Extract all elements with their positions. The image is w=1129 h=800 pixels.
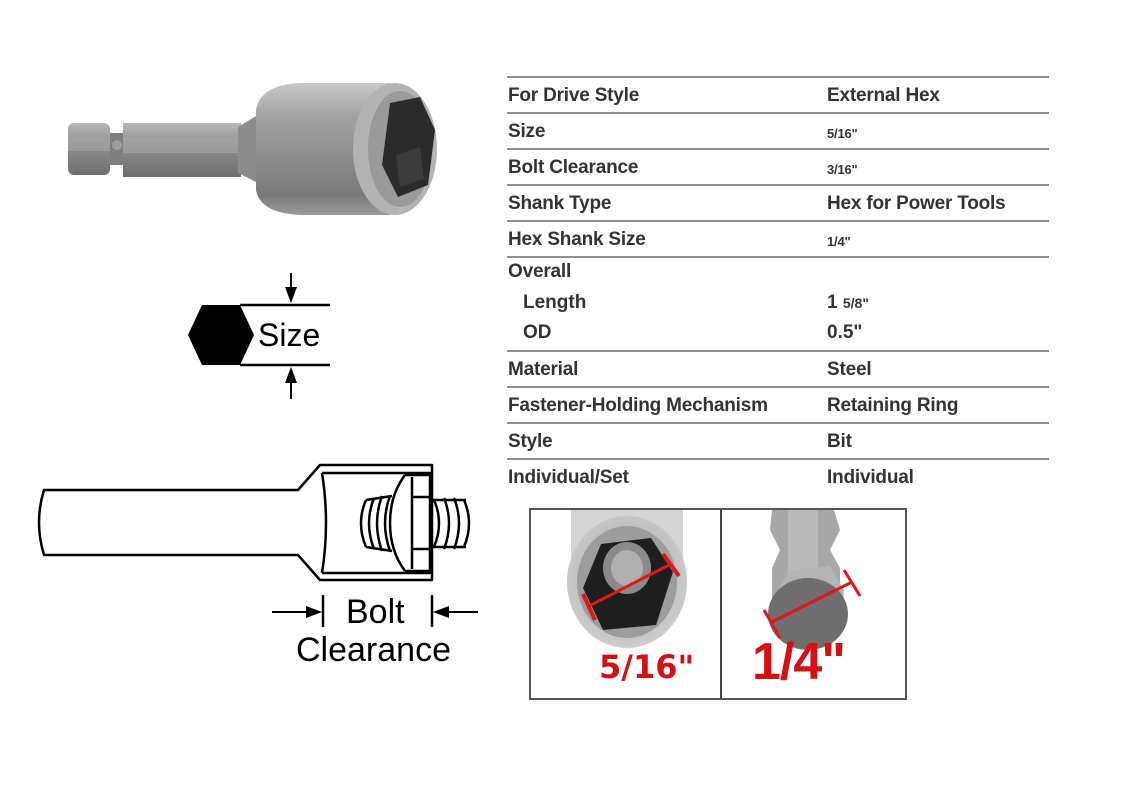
shank-size-caption: 1/4" bbox=[752, 633, 846, 691]
length-whole: 1 bbox=[827, 292, 838, 313]
spec-table: For Drive Style External Hex Size 5/16" … bbox=[507, 76, 1049, 494]
spec-value: 3/16" bbox=[827, 162, 858, 177]
spec-value: 1/4" bbox=[827, 234, 851, 249]
spec-value: 5/16" bbox=[827, 126, 858, 141]
spec-subvalue: 0.5" bbox=[827, 322, 863, 343]
spec-row-size: Size 5/16" bbox=[507, 112, 1049, 148]
spec-label: Shank Type bbox=[508, 193, 612, 214]
spec-value: Steel bbox=[827, 359, 872, 380]
spec-row-material: Material Steel bbox=[507, 350, 1049, 386]
spec-value: Bit bbox=[827, 431, 852, 452]
spec-row-hex-shank-size: Hex Shank Size 1/4" bbox=[507, 220, 1049, 256]
spec-row-drive-style: For Drive Style External Hex bbox=[507, 76, 1049, 112]
spec-row-individual-set: Individual/Set Individual bbox=[507, 458, 1049, 494]
measurement-photos: 5/16" 1/4" bbox=[529, 508, 907, 700]
socket-end-photo bbox=[567, 510, 687, 648]
spec-row-bolt-clearance: Bolt Clearance 3/16" bbox=[507, 148, 1049, 184]
spec-subrow-length: Length 1 5/8" bbox=[507, 292, 1049, 322]
socket-photo-panel: 5/16" bbox=[531, 510, 722, 698]
socket-size-caption: 5/16" bbox=[599, 648, 695, 686]
spec-label: Bolt Clearance bbox=[508, 157, 639, 178]
spec-value: Individual bbox=[827, 467, 914, 488]
shank-end-photo bbox=[762, 510, 862, 650]
product-photo bbox=[68, 83, 437, 215]
spec-label: Material bbox=[508, 359, 579, 380]
spec-value: Retaining Ring bbox=[827, 395, 959, 416]
spec-row-holding-mechanism: Fastener-Holding Mechanism Retaining Rin… bbox=[507, 386, 1049, 422]
spec-sublabel: OD bbox=[523, 322, 552, 343]
bolt-label: Bolt bbox=[346, 593, 405, 631]
clearance-label: Clearance bbox=[296, 631, 451, 669]
spec-value: Hex for Power Tools bbox=[827, 193, 1006, 214]
spec-label: Hex Shank Size bbox=[508, 229, 646, 250]
size-label: Size bbox=[258, 317, 321, 353]
spec-label: Fastener-Holding Mechanism bbox=[508, 395, 768, 416]
bolt-clearance-diagram: Bolt Clearance bbox=[30, 455, 500, 675]
spec-row-style: Style Bit bbox=[507, 422, 1049, 458]
spec-sublabel: Length bbox=[523, 292, 587, 313]
spec-subrow-od: OD 0.5" bbox=[507, 322, 1049, 352]
spec-label: Style bbox=[508, 431, 553, 452]
spec-label: For Drive Style bbox=[508, 85, 640, 106]
spec-label: Size bbox=[508, 121, 546, 142]
size-diagram: Size bbox=[180, 265, 350, 405]
spec-value: External Hex bbox=[827, 85, 940, 106]
spec-row-overall: Overall Length 1 5/8" OD 0.5" bbox=[507, 256, 1049, 350]
shank-photo-panel: 1/4" bbox=[722, 510, 905, 698]
spec-label: Overall bbox=[508, 261, 572, 282]
hexagon-icon bbox=[188, 305, 254, 365]
length-fraction: 5/8" bbox=[842, 295, 869, 311]
spec-subvalue: 1 5/8" bbox=[827, 292, 869, 314]
spec-label: Individual/Set bbox=[508, 467, 629, 488]
spec-row-shank-type: Shank Type Hex for Power Tools bbox=[507, 184, 1049, 220]
